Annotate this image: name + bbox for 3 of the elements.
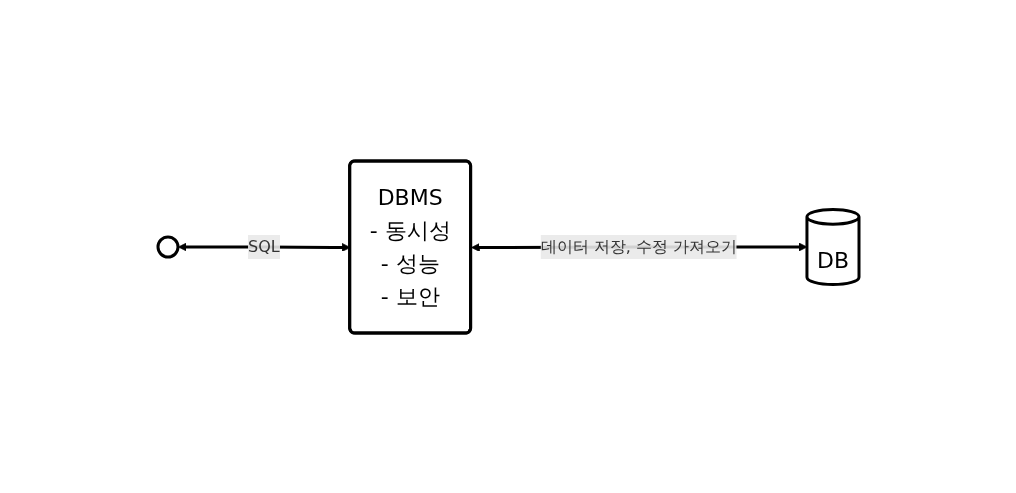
edge-label: SQL — [247, 236, 280, 256]
edge-label: 데이터 저장, 수정 가져오기 — [540, 236, 737, 256]
node-person — [156, 235, 179, 258]
